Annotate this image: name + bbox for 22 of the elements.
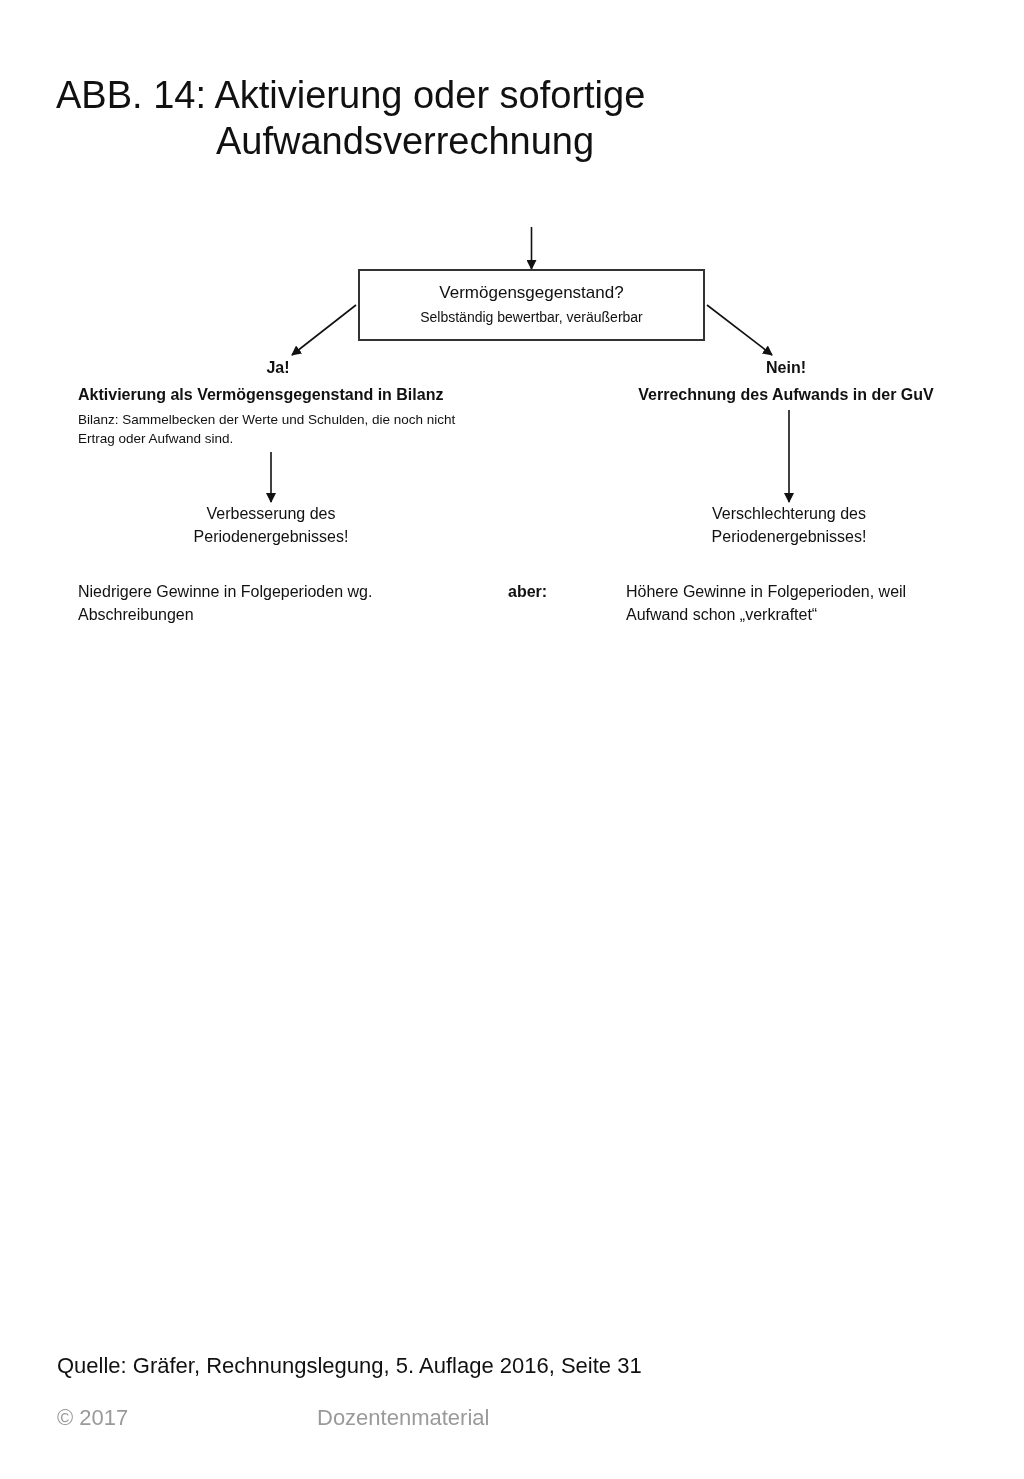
- arrow: [784, 409, 794, 503]
- note-text: Bilanz: Sammelbecken der Werte und Schulden, die noch nicht Ertrag oder Aufwand sind.: [78, 411, 457, 448]
- arrow: [291, 304, 357, 356]
- source-text: Quelle: Gräfer, Rechnungslegung, 5. Auflage 2016, Seite 31: [57, 1354, 643, 1377]
- result-text: Verbesserung des Periodenergebnisses!: [192, 504, 350, 547]
- arrow: [266, 451, 276, 503]
- footer-text: Dozentenmaterial: [317, 1406, 491, 1429]
- arrow: [526, 226, 537, 270]
- diagram-title: ABB. 14: Aktivierung oder sofortige Aufwandsverrechnung: [56, 73, 647, 164]
- consequence-text: Niedrigere Gewinne in Folgeperioden wg. Abschreibungen: [78, 582, 374, 625]
- copyright-text: © 2017: [57, 1406, 130, 1429]
- result-text: Verschlechterung des Periodenergebnisses!: [710, 504, 868, 547]
- question-detail: Selbständig bewertbar, veräußerbar: [419, 308, 644, 327]
- question-heading: Vermögensgegenstand?: [438, 282, 625, 304]
- consequence-text: Höhere Gewinne in Folgeperioden, weil Aufwand schon „verkraftet“: [626, 582, 908, 625]
- answer-heading: Nein!: [765, 358, 807, 378]
- answer-heading: Ja!: [265, 358, 291, 378]
- contrast-label: aber:: [508, 582, 549, 602]
- outcome-heading: Verrechnung des Aufwands in der GuV: [637, 385, 935, 405]
- outcome-heading: Aktivierung als Vermögensgegenstand in Bilanz: [78, 385, 445, 405]
- decision-box: [358, 269, 705, 341]
- arrow: [706, 304, 773, 356]
